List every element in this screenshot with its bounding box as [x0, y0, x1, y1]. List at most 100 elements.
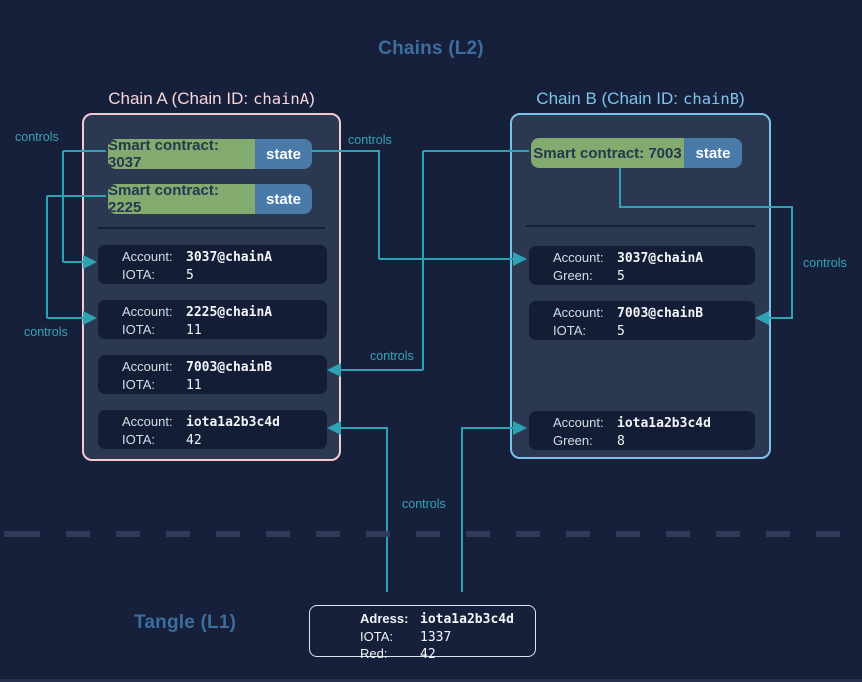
account-label: Account: [553, 415, 604, 430]
red-value: 42 [420, 647, 436, 662]
balance-label: IOTA: [122, 377, 155, 392]
connector-line [379, 258, 514, 260]
chain-a-id-code: chainA [253, 90, 310, 108]
arrowhead-right-icon [513, 421, 527, 435]
connector-line [378, 151, 380, 259]
chain-b-panel: Smart contract: 7003 state Account: 3037@… [510, 113, 771, 459]
balance-value: 5 [617, 269, 625, 284]
connector-line [47, 317, 84, 319]
balance-label: IOTA: [553, 323, 586, 338]
account-id: 7003@chainB [617, 306, 704, 321]
balance-label: Green: [553, 268, 593, 283]
smart-contract-3037-label: Smart contract: 3037 [108, 139, 255, 169]
smart-contract-2225-state-button: state [255, 184, 312, 214]
chain-a-account-7003: Account: 7003@chainB IOTA: 11 [98, 355, 327, 394]
account-id: iota1a2b3c4d [186, 415, 280, 430]
arrowhead-right-icon [83, 311, 97, 325]
controls-label: controls [370, 349, 414, 363]
arrowhead-left-icon [327, 421, 341, 435]
chain-a-title-close: ) [309, 89, 315, 108]
account-label: Account: [122, 414, 173, 429]
account-label: Account: [553, 305, 604, 320]
tangle-l1-title: Tangle (L1) [134, 612, 237, 633]
balance-label: IOTA: [122, 267, 155, 282]
arrowhead-left-icon [327, 363, 341, 377]
address-value: iota1a2b3c4d [420, 612, 514, 627]
controls-label: controls [402, 497, 446, 511]
smart-contract-7003-state-button: state [684, 138, 742, 168]
smart-contract-7003-label: Smart contract: 7003 [531, 138, 684, 168]
chain-b-title: Chain B (Chain ID:chainB) [510, 89, 771, 109]
connector-line [422, 151, 424, 370]
account-id: 7003@chainB [186, 360, 273, 375]
chain-a-account-iota1a2b3c4d: Account:iota1a2b3c4d IOTA:42 [98, 410, 327, 449]
account-id: 3037@chainA [186, 250, 273, 265]
smart-contract-3037-state-button: state [255, 139, 312, 169]
tangle-address-box: Adress: iota1a2b3c4d IOTA: 1337 Red:42 [309, 605, 536, 662]
arrowhead-left-icon [755, 311, 769, 325]
chains-l2-title: Chains (L2) [378, 38, 484, 59]
connector-line [341, 369, 423, 371]
tangle-iota-row: IOTA: 1337 [360, 629, 535, 647]
smart-contract-3037: Smart contract: 3037 state [108, 139, 312, 169]
bottom-edge-strip [0, 679, 862, 682]
account-label: Account: [122, 359, 173, 374]
connector-line [63, 150, 106, 152]
connector-line [63, 261, 84, 263]
chain-b-account-7003: Account: 7003@chainB IOTA: 5 [529, 301, 755, 340]
connector-line [386, 427, 388, 592]
chain-b-account-3037: Account: 3037@chainA Green: 5 [529, 246, 755, 285]
controls-label: controls [15, 130, 59, 144]
account-label: Account: [553, 250, 604, 265]
tangle-red-row: Red:42 [360, 646, 535, 664]
account-label: Account: [122, 249, 173, 264]
chain-a-panel: Smart contract: 3037 state Smart contrac… [82, 113, 341, 461]
connector-line [619, 206, 793, 208]
controls-label: controls [803, 256, 847, 270]
iota-value: 1337 [420, 629, 452, 645]
connector-line [461, 427, 463, 592]
connector-line [341, 427, 387, 429]
smart-contract-7003: Smart contract: 7003 state [531, 138, 742, 168]
chain-b-id-code: chainB [683, 90, 740, 108]
chain-b-divider [526, 225, 755, 227]
chain-b-title-text: Chain B (Chain ID: [536, 89, 679, 108]
connector-line [619, 168, 621, 208]
layer-separator-dashed-line [0, 531, 862, 537]
connector-line [791, 206, 793, 318]
balance-value: 5 [617, 324, 625, 339]
chain-a-title: Chain A (Chain ID:chainA) [82, 89, 341, 109]
smart-contract-2225: Smart contract: 2225 state [108, 184, 312, 214]
connector-line [769, 317, 793, 319]
connector-line [423, 150, 529, 152]
balance-label: IOTA: [122, 322, 155, 337]
account-id: 2225@chainA [186, 305, 273, 320]
balance-value: 11 [186, 323, 202, 338]
tangle-address-row: Adress: iota1a2b3c4d [360, 611, 535, 629]
chain-a-divider [98, 227, 325, 229]
balance-value: 8 [617, 434, 625, 449]
account-id: iota1a2b3c4d [617, 416, 711, 431]
connector-line [62, 151, 64, 262]
chain-a-title-text: Chain A (Chain ID: [108, 89, 249, 108]
connector-line [46, 196, 48, 318]
smart-contract-2225-label: Smart contract: 2225 [108, 184, 255, 214]
arrowhead-right-icon [83, 255, 97, 269]
connector-line [462, 427, 514, 429]
connector-line [311, 150, 380, 152]
account-id: 3037@chainA [617, 251, 704, 266]
chain-a-account-3037: Account: 3037@chainA IOTA: 5 [98, 245, 327, 284]
chain-a-account-2225: Account:2225@chainA IOTA:11 [98, 300, 327, 339]
balance-value: 11 [186, 378, 202, 393]
connector-line [47, 195, 106, 197]
balance-value: 5 [186, 268, 194, 283]
chain-b-title-close: ) [739, 89, 745, 108]
arrowhead-right-icon [513, 252, 527, 266]
chain-b-account-iota1a2b3c4d: Account:iota1a2b3c4d Green:8 [529, 411, 755, 450]
controls-label: controls [348, 133, 392, 147]
balance-value: 42 [186, 433, 202, 448]
address-label: Adress: [360, 611, 409, 626]
iota-label: IOTA: [360, 628, 393, 644]
controls-label: controls [24, 325, 68, 339]
